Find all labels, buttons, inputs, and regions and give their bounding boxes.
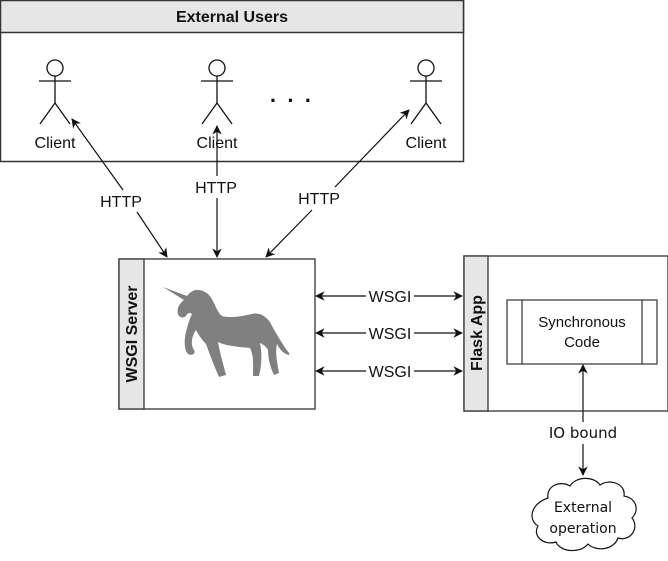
- person-icon: [201, 59, 233, 125]
- flask-app: Flask App Synchronous Code: [463, 255, 668, 412]
- cloud-shape: [531, 477, 637, 552]
- wsgi-label-1: WSGI: [369, 289, 412, 306]
- wsgi-label-2: WSGI: [369, 326, 412, 343]
- external-operation-line2: operation: [549, 521, 616, 537]
- synchronous-code-line2: Code: [564, 334, 600, 351]
- http-arrow-3-lower: [265, 209, 313, 258]
- external-users-group: External Users Client Client: [0, 0, 465, 163]
- io-bound-label: IO bound: [549, 424, 617, 442]
- more-clients-ellipsis: · · ·: [270, 88, 314, 113]
- wsgi-label-3: WSGI: [369, 364, 412, 381]
- wsgi-server: WSGI Server: [118, 258, 316, 410]
- flask-app-title: Flask App: [469, 295, 486, 371]
- external-users-title: External Users: [176, 9, 288, 26]
- person-icon: [39, 59, 71, 125]
- external-users-header: [0, 0, 465, 34]
- unicorn-icon: [163, 287, 290, 377]
- http-arrow-1-upper: [71, 118, 124, 191]
- wsgi-connections: [315, 291, 463, 376]
- http-label-3: HTTP: [298, 191, 340, 208]
- client-label: Client: [35, 135, 76, 152]
- client-actor-3: Client: [406, 59, 447, 152]
- synchronous-code-line1: Synchronous: [538, 314, 626, 331]
- external-operation: External operation: [531, 477, 637, 552]
- http-arrow-3-upper: [334, 109, 410, 188]
- synchronous-code-box: Synchronous Code: [506, 299, 658, 365]
- http-arrow-1-lower: [136, 211, 168, 258]
- person-icon: [410, 59, 442, 125]
- external-operation-line1: External: [554, 500, 612, 516]
- http-label-2: HTTP: [195, 180, 237, 197]
- client-label: Client: [406, 135, 447, 152]
- http-label-1: HTTP: [100, 194, 142, 211]
- flask-app-header: [463, 255, 489, 412]
- wsgi-server-header: [118, 258, 145, 410]
- http-connections: [71, 109, 410, 258]
- client-actor-1: Client: [35, 59, 76, 152]
- wsgi-server-title: WSGI Server: [124, 286, 141, 383]
